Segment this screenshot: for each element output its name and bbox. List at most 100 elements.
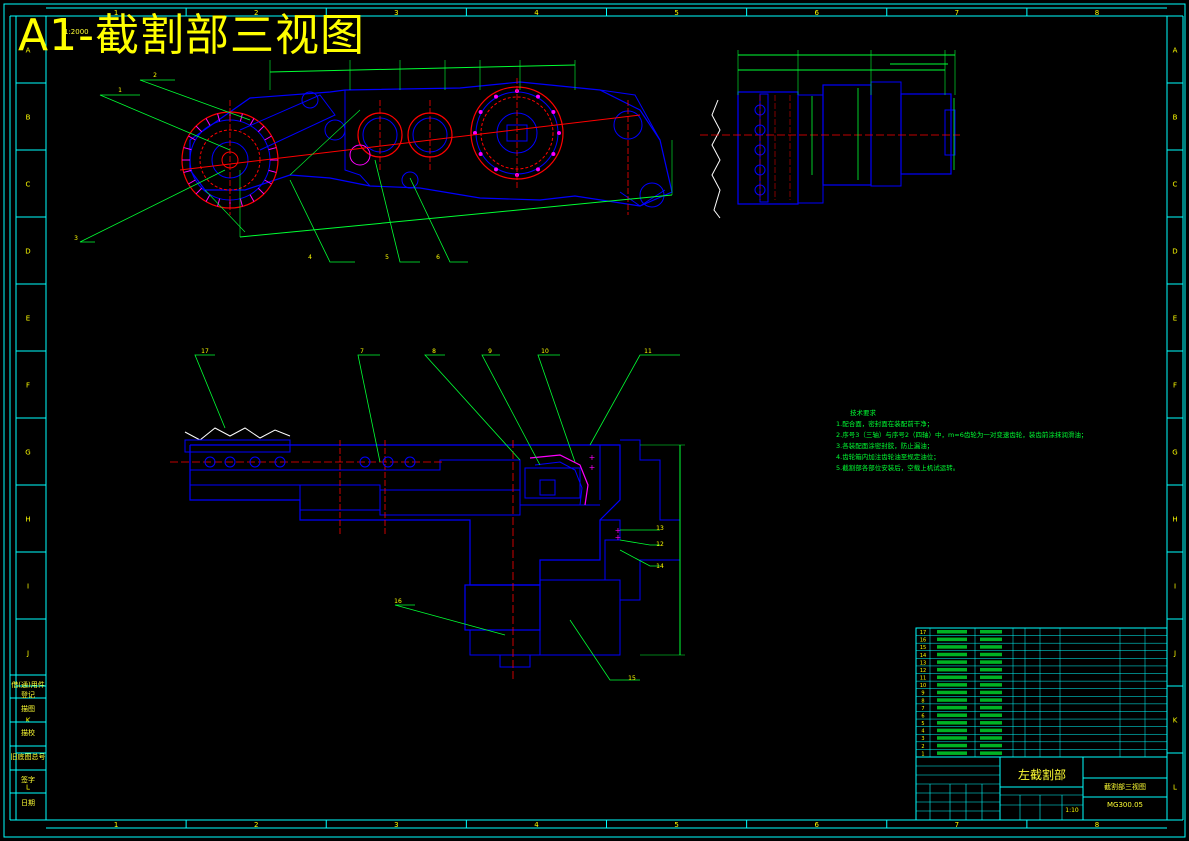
bolt-circle: [249, 456, 261, 468]
parts-code-glyph: [937, 728, 967, 733]
parts-code-glyph: [937, 637, 967, 642]
parts-name-glyph: [980, 751, 1002, 755]
zone-row-label: F: [1173, 382, 1177, 390]
zone-row-label: E: [26, 315, 30, 323]
zone-row-label: D: [1172, 248, 1177, 256]
balloon-label: 14: [656, 563, 664, 570]
drawing-name: 截割部三视图: [1104, 783, 1146, 791]
parts-row-number: 9: [921, 691, 924, 697]
tech-item: 1.配合面，密封面在装配前干净；: [836, 420, 934, 428]
drawing-code: MG300.05: [1107, 801, 1143, 809]
pin-circle: [324, 119, 346, 141]
parts-row-number: 14: [920, 653, 926, 659]
parts-code-glyph: [937, 683, 967, 687]
center-line: [179, 114, 641, 171]
drum-tooth: [268, 169, 277, 173]
zone-col-label: 3: [394, 821, 398, 829]
front-block: [379, 489, 521, 516]
side-bar: [184, 439, 291, 453]
part-name: 左截割部: [1017, 767, 1066, 782]
drum-tooth: [195, 187, 203, 195]
balloon-label: 16: [394, 598, 402, 605]
bolt-hole: [494, 94, 498, 99]
zone-row-label: B: [1173, 114, 1178, 122]
zone-col-label: 2: [254, 821, 258, 829]
balloon-label: 5: [385, 254, 389, 261]
zone-row-label: I: [27, 583, 29, 591]
drum-tooth: [195, 125, 203, 133]
parts-code-glyph: [937, 660, 967, 664]
parts-name-glyph: [980, 683, 1002, 687]
zone-row-label: A: [1173, 47, 1178, 55]
parts-name-glyph: [980, 652, 1002, 657]
zone-col-label: 3: [394, 9, 398, 17]
zone-row-label: B: [26, 114, 31, 122]
tech-title: 技术要求: [850, 409, 876, 417]
zone-col-label: 7: [955, 821, 959, 829]
housing-outline: [189, 81, 673, 207]
parts-row-number: 13: [920, 660, 926, 666]
parts-row-number: 12: [920, 668, 926, 674]
bolt-hole: [536, 94, 540, 99]
drum-tooth: [217, 113, 221, 122]
zone-row-label: K: [1173, 717, 1178, 725]
hose: [529, 454, 589, 506]
parts-row-number: 10: [920, 683, 926, 689]
leader-line: [537, 354, 576, 463]
drum-tooth: [264, 179, 272, 185]
leader-line: [424, 354, 521, 461]
leader-line: [409, 177, 468, 263]
bolt-circle: [382, 456, 394, 468]
zone-col-label: 1: [114, 821, 118, 829]
screw-mark: +: [589, 453, 596, 462]
tech-item: 3.各装配面涂密封胶，防止漏油；: [836, 442, 934, 450]
right-housing: [620, 439, 681, 601]
bolt-circle: [404, 456, 416, 468]
side-view: [700, 50, 960, 219]
rocker-arm: [239, 94, 336, 151]
parts-name-glyph: [980, 630, 1002, 634]
front-view: ++++: [170, 354, 685, 681]
bolt-hole: [494, 167, 498, 172]
parts-code-glyph: [937, 698, 967, 702]
drum-tooth: [249, 194, 255, 202]
dimension-line: [269, 64, 576, 73]
balloon-label: 13: [656, 525, 664, 532]
parts-code-glyph: [937, 675, 967, 680]
drum-tooth: [264, 135, 272, 141]
bolt-circle: [224, 456, 236, 468]
parts-name-glyph: [980, 690, 1002, 695]
zone-row-label: L: [26, 784, 30, 792]
zone-row-label: C: [1173, 181, 1178, 189]
parts-code-glyph: [937, 630, 967, 634]
right-step: [600, 519, 621, 600]
technical-requirements: 技术要求 1.配合面，密封面在装配前干净； 2.序号3（三轴）与序号2（四轴）中…: [836, 408, 1087, 474]
zone-col-label: 6: [814, 821, 819, 829]
zone-row-label: E: [1173, 315, 1177, 323]
leader-line: [357, 354, 381, 463]
break-line: [184, 427, 291, 441]
motor-flange: [870, 81, 902, 187]
drawing-title: A1-截割部三视图: [18, 10, 365, 61]
side-flange: [759, 93, 769, 203]
front-inner: [190, 459, 600, 506]
balloon-label: 8: [432, 348, 436, 355]
drum-tooth: [205, 194, 211, 202]
pin-circle: [301, 91, 319, 109]
leader-line: [589, 354, 680, 446]
leader-line: [99, 94, 231, 151]
drum-tooth: [205, 118, 211, 126]
side-label: 签字: [21, 776, 35, 784]
leader-line: [619, 549, 660, 567]
parts-name-glyph: [980, 675, 1002, 680]
motor-plug: [499, 654, 531, 668]
tech-item: 5.截割部各部位安装后，空载上机试运转。: [836, 464, 960, 472]
side-block: [797, 94, 824, 204]
parts-name-glyph: [980, 736, 1002, 740]
zone-col-label: 1: [114, 9, 118, 17]
parts-row-number: 6: [921, 713, 924, 719]
parts-code-glyph: [937, 736, 967, 740]
side-label: 日期: [21, 799, 35, 807]
